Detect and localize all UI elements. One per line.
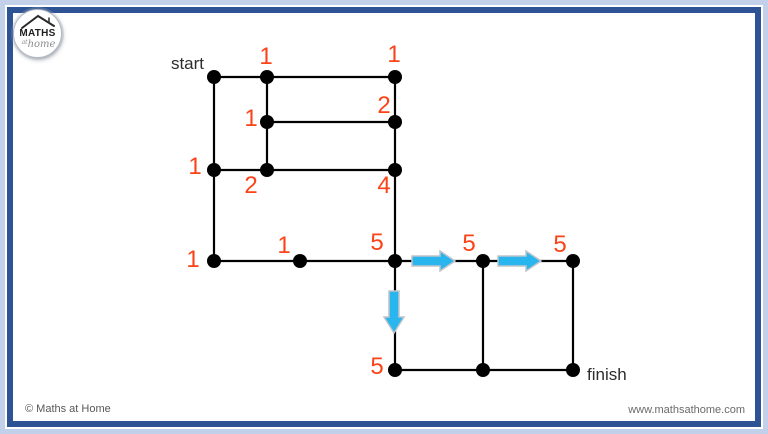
graph-node — [293, 254, 307, 268]
copyright-text: © Maths at Home — [25, 403, 111, 415]
route-count-label: 5 — [462, 230, 476, 257]
start-label: start — [170, 54, 204, 73]
logo-subtitle: athome — [16, 39, 61, 50]
graph-node — [388, 254, 402, 268]
graph-node — [260, 70, 274, 84]
right-arrow-1-icon — [411, 249, 457, 273]
graph-node — [566, 254, 580, 268]
logo-home-text: home — [27, 39, 56, 50]
graph-node — [260, 115, 274, 129]
route-count-label: 2 — [377, 92, 391, 119]
route-count-label: 2 — [244, 172, 258, 199]
graph-node — [388, 115, 402, 129]
route-count-label: 1 — [188, 153, 202, 180]
graph-node — [260, 163, 274, 177]
house-roof-icon — [21, 14, 55, 29]
logo-at-text: at — [21, 39, 28, 46]
finish-label: finish — [587, 365, 627, 384]
maths-at-home-logo: MATHS athome — [13, 9, 62, 58]
logo-title: MATHS — [19, 28, 56, 39]
route-count-label: 5 — [370, 229, 384, 256]
graph-node — [476, 363, 490, 377]
graph-node — [388, 363, 402, 377]
route-count-label: 1 — [186, 246, 200, 273]
graph-node — [388, 70, 402, 84]
route-count-label: 5 — [370, 353, 384, 380]
route-count-label: 1 — [244, 105, 258, 132]
route-count-label: 4 — [377, 172, 391, 199]
graph-node — [476, 254, 490, 268]
graph-node — [207, 254, 221, 268]
route-count-label: 1 — [387, 41, 401, 68]
graph-node — [566, 363, 580, 377]
graph-node — [207, 163, 221, 177]
graph-node — [388, 163, 402, 177]
route-count-label: 5 — [553, 231, 567, 258]
route-count-label: 1 — [277, 232, 291, 259]
down-arrow-icon — [382, 290, 406, 335]
website-url: www.mathsathome.com — [628, 404, 745, 416]
right-arrow-2-icon — [497, 249, 543, 273]
graph-node — [207, 70, 221, 84]
route-count-label: 1 — [259, 43, 273, 70]
